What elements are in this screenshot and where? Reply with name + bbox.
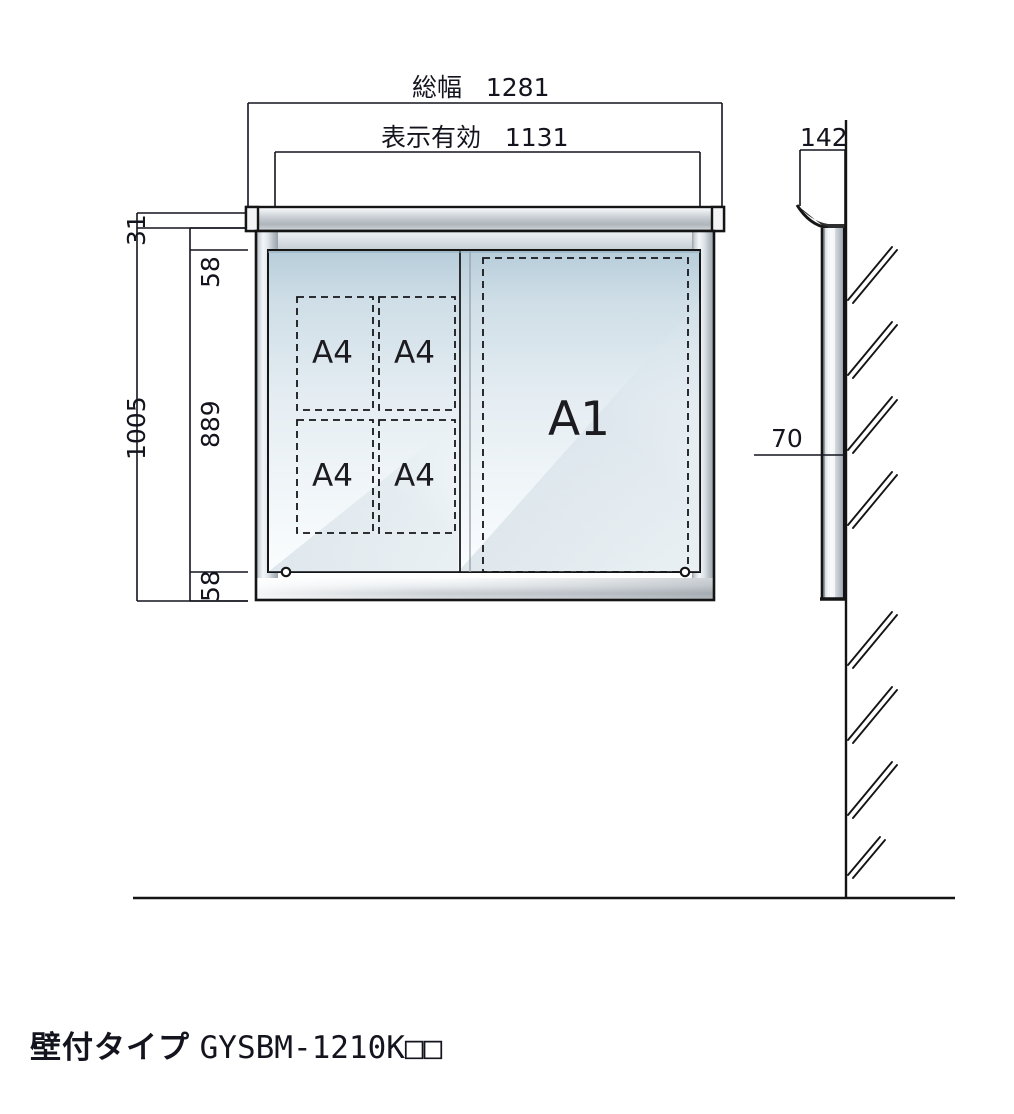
a4-outline-4: [378, 419, 456, 534]
side-top-depth-label: 142: [800, 123, 848, 152]
handle-right: [679, 566, 691, 578]
bottom-margin-label: 58: [196, 570, 225, 602]
caption-model-code: GYSBM-1210K□□: [199, 1030, 443, 1066]
side-profile-body: [820, 228, 846, 601]
model-caption: 壁付タイプ GYSBM-1210K□□: [30, 1022, 442, 1067]
display-width-label: 表示有効 1131: [381, 123, 569, 152]
a1-label: A1: [548, 392, 611, 447]
overall-height-label: 1005: [122, 396, 151, 460]
cap-end-left: [244, 205, 260, 233]
a4-label-4: A4: [394, 458, 435, 494]
left-dimension-lines: [136, 212, 248, 602]
top-margin-label: 58: [196, 256, 225, 288]
a4-outline-3: [296, 419, 374, 534]
a4-outline-1: [296, 296, 374, 411]
wall-hatching: [847, 246, 898, 879]
overall-width-label: 総幅 1281: [412, 73, 550, 102]
a4-panel-group: [296, 296, 456, 534]
a1-panel-group: [482, 257, 689, 573]
a4-label-3: A4: [312, 458, 353, 494]
handle-left: [280, 566, 292, 578]
a4-outline-2: [378, 296, 456, 411]
display-height-label: 889: [196, 400, 225, 448]
side-body-depth-label: 70: [771, 424, 803, 453]
door-handles: [280, 566, 691, 578]
a4-label-2: A4: [394, 335, 435, 371]
top-gap-label: 31: [122, 214, 151, 246]
side-view: [133, 120, 955, 900]
cap-end-right: [710, 205, 726, 233]
a4-label-1: A4: [312, 335, 353, 371]
top-dimension-lines: [247, 102, 723, 232]
caption-type: 壁付タイプ: [30, 1030, 190, 1066]
display-opening: [267, 249, 701, 573]
cabinet-outline: [254, 229, 716, 602]
cabinet-top-cap: [244, 205, 726, 233]
a1-outline: [482, 257, 689, 573]
